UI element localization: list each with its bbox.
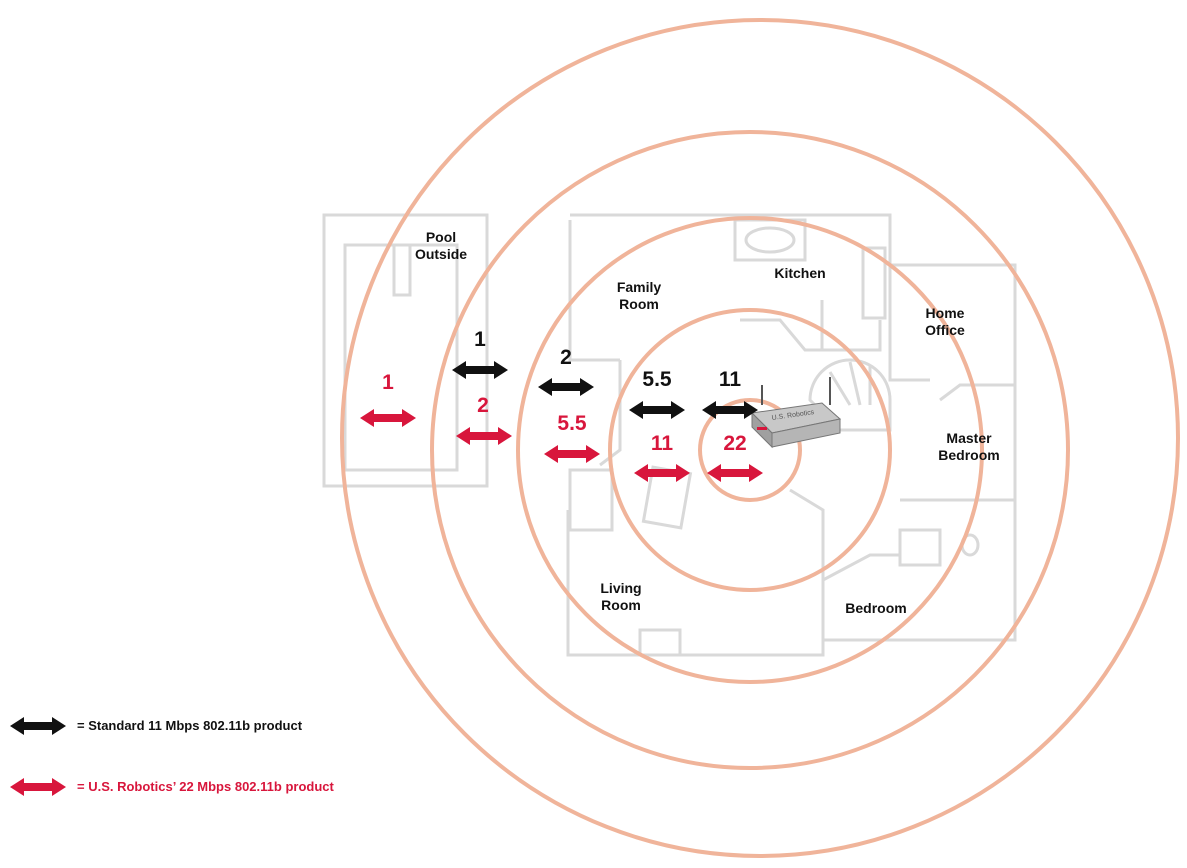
standard-rate-arrow-ring-3 xyxy=(538,378,594,396)
usr-rate-arrow-ring-1 xyxy=(707,464,763,482)
usr-rate-ring-1: 22 xyxy=(723,432,747,455)
living-room-bay xyxy=(638,628,682,655)
office-door xyxy=(939,383,1015,402)
usr-rate-ring-4: 2 xyxy=(477,394,489,417)
family-room-wall xyxy=(599,360,622,467)
usr-rate-ring-3: 5.5 xyxy=(557,412,587,435)
usr-rate-ring-2: 11 xyxy=(650,432,674,455)
house-outer-wall xyxy=(566,213,1017,657)
range-ring-2 xyxy=(608,308,892,592)
master-tub xyxy=(898,528,942,567)
house-wall-left-upper xyxy=(568,220,620,362)
legend-standard-label: = Standard 11 Mbps 802.11b product xyxy=(77,718,303,733)
usr-rate-arrow-ring-3 xyxy=(544,445,600,463)
office-wall xyxy=(888,265,930,382)
router-icon: U.S. Robotics xyxy=(750,377,842,449)
legend-usr-label: = U.S. Robotics’ 22 Mbps 802.11b product xyxy=(77,779,334,794)
standard-rate-ring-4: 1 xyxy=(474,328,486,351)
floor-plan xyxy=(322,213,1017,657)
range-ring-3 xyxy=(516,216,984,684)
range-rings xyxy=(340,18,1180,858)
stair-line-1 xyxy=(828,371,852,406)
standard-rate-arrow-ring-4 xyxy=(452,361,508,379)
usr-rate-arrow-ring-5 xyxy=(360,409,416,427)
kitchen-sink-basin xyxy=(744,226,796,254)
kitchen-counter xyxy=(740,318,882,352)
standard-rate-ring-1: 11 xyxy=(718,368,742,391)
usr-rate-arrow-ring-2 xyxy=(634,464,690,482)
legend-standard-arrow xyxy=(10,717,66,735)
range-ring-1 xyxy=(698,398,802,502)
legend-usr-arrow xyxy=(10,778,66,796)
room-label-bedroom: Bedroom xyxy=(845,600,907,616)
pool-steps xyxy=(392,245,412,297)
standard-rate-ring-3: 2 xyxy=(560,346,572,369)
usr-rate-ring-5: 1 xyxy=(382,371,394,394)
bedroom-door xyxy=(822,553,900,582)
bedroom-wall xyxy=(789,488,825,640)
room-label-kitchen: Kitchen xyxy=(774,265,826,281)
stair-line-2 xyxy=(848,361,862,406)
standard-rate-ring-2: 5.5 xyxy=(642,368,672,391)
bath-left xyxy=(568,468,614,532)
standard-rate-arrow-ring-1 xyxy=(702,401,758,419)
range-ring-4 xyxy=(430,130,1070,770)
usr-rate-arrow-ring-4 xyxy=(456,427,512,445)
standard-rate-arrow-ring-2 xyxy=(629,401,685,419)
kitchen-appliance xyxy=(861,246,887,320)
pool-outline xyxy=(343,243,459,472)
range-ring-5 xyxy=(340,18,1180,858)
